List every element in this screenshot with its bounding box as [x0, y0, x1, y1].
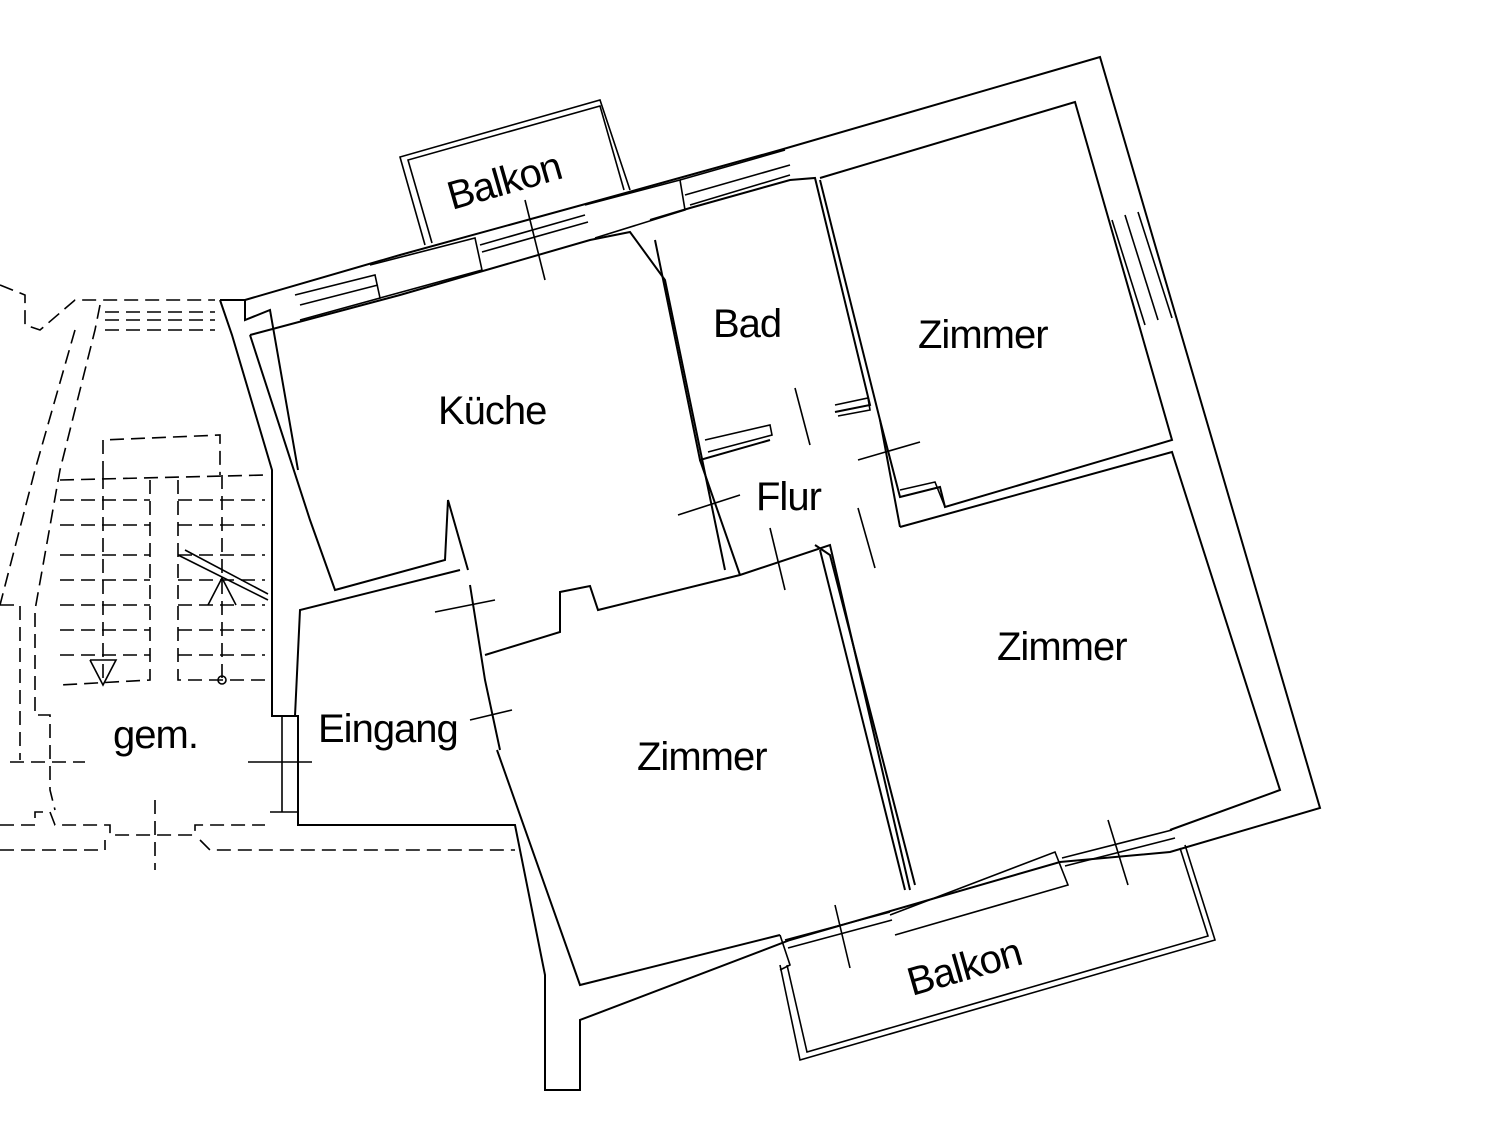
windows — [294, 149, 1176, 971]
label-balkon-top: Balkon — [442, 144, 566, 218]
label-zimmer-bottom: Zimmer — [637, 735, 767, 779]
label-bad: Bad — [713, 302, 781, 346]
label-flur: Flur — [756, 475, 822, 519]
balcony-bottom — [779, 844, 1217, 1062]
door-swings — [248, 199, 1129, 969]
label-gem: gem. — [113, 713, 198, 757]
outer-walls — [219, 55, 1322, 1091]
shared-stairwell — [0, 284, 515, 870]
room-labels: Balkon Bad Zimmer Küche Flur Zimmer Eing… — [113, 144, 1128, 1004]
label-kueche: Küche — [438, 389, 546, 433]
label-zimmer-right: Zimmer — [997, 625, 1127, 669]
label-eingang: Eingang — [318, 707, 458, 751]
balcony-top — [399, 99, 631, 246]
label-zimmer-top-right: Zimmer — [918, 313, 1048, 357]
